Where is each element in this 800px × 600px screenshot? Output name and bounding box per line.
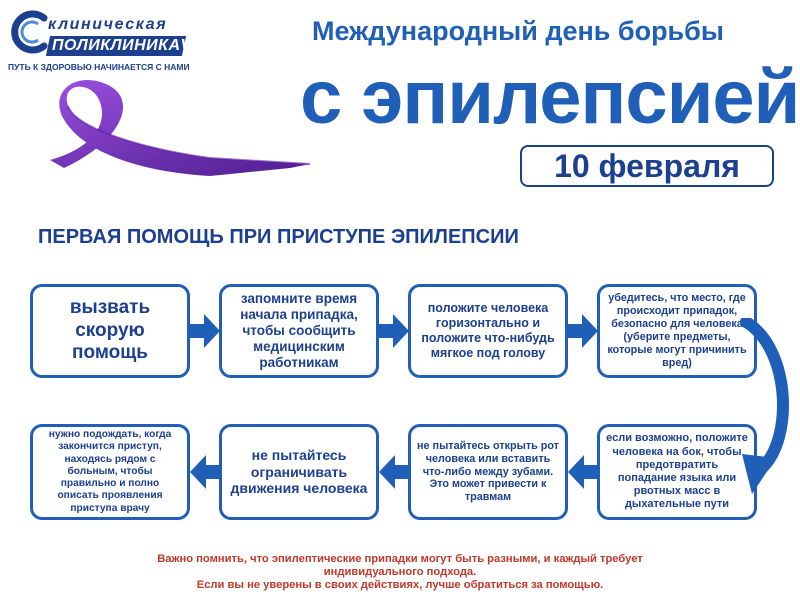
logo-line2: ПОЛИКЛИНИКАV [52,37,192,54]
step-lay-down: положите человека горизонтально и положи… [408,284,568,378]
step-note-time: запомните время начала припадка, чтобы с… [219,284,379,378]
step-do-not-restrain: не пытайтесь ограничивать движения челов… [219,424,379,520]
arrow-left-icon [568,455,598,489]
footer-note: Важно помнить, что эпилептические припад… [0,553,800,592]
arrow-left-icon [190,455,220,489]
event-title-main: с эпилепсией [300,55,800,140]
arrow-right-icon [190,314,220,348]
clinic-logo: клиническая ПОЛИКЛИНИКАV ПУТЬ К ЗДОРОВЬЮ… [8,8,191,73]
event-date: 10 февраля [520,145,774,187]
footer-line2: индивидуального подхода. [323,566,477,578]
curved-arrow-icon [740,318,789,494]
step-do-not-open-mouth: не пытайтесь открыть рот человека или вс… [408,424,568,520]
awareness-ribbon-icon [50,79,340,176]
arrow-right-icon [568,314,598,348]
arrow-right-icon [379,314,409,348]
step-ensure-safety: убедитесь, что место, где происходит при… [597,284,757,378]
step-turn-on-side: если возможно, положите человека на бок,… [597,424,757,520]
logo-c-emblem-icon [11,10,48,54]
logo-tagline: ПУТЬ К ЗДОРОВЬЮ НАЧИНАЕТСЯ С НАМИ [8,62,190,72]
section-heading: ПЕРВАЯ ПОМОЩЬ ПРИ ПРИСТУПЕ ЭПИЛЕПСИИ [38,226,519,248]
event-title-top: Международный день борьбы [312,16,724,46]
step-call-ambulance: вызвать скорую помощь [30,284,190,378]
step-wait-and-observe: нужно подождать, когда закончится присту… [30,424,190,520]
footer-line3: Если вы не уверены в своих действиях, лу… [196,579,604,591]
arrow-left-icon [379,455,409,489]
logo-line1: клиническая [48,16,168,33]
footer-line1: Важно помнить, что эпилептические припад… [157,553,643,565]
